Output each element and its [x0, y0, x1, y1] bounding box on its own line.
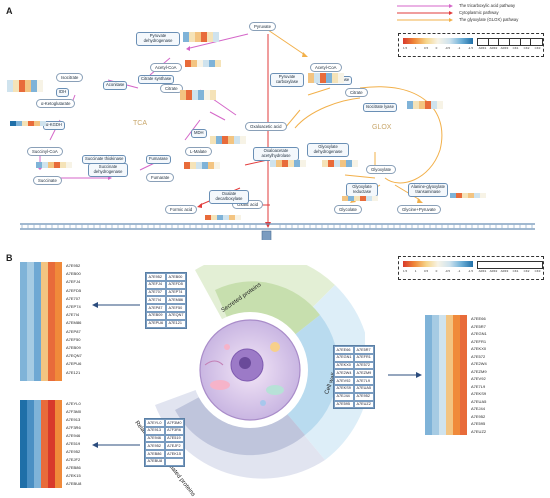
heatmap-akgdh [10, 121, 46, 126]
enzyme-fumarase: Fumarase [146, 155, 171, 164]
heatmap-isocitrate [7, 80, 43, 92]
metab-pyruvate: Pyruvate [249, 22, 276, 31]
heatmap-oxalate-decarb [205, 215, 241, 220]
legend-glox: The glyoxylate (GLOX) pathway [459, 17, 519, 22]
enzyme-akgdh: α-KGDH [43, 121, 65, 130]
heatmap-growth [20, 400, 62, 488]
enzyme-citrate-synthase-left: Citrate synthase [138, 75, 175, 84]
enzyme-oaa-hydrolase: Oxaloacetate acetylhydrolase [253, 147, 299, 161]
protein-category-wheel [155, 265, 365, 479]
heatmap-aga [450, 193, 486, 198]
metab-glycine-pyruvate: Glycine+Pyruvate [397, 205, 441, 214]
glox-cycle-label: GLOX [372, 124, 392, 131]
heatmap-isocitrate-lyase [407, 101, 443, 109]
legend-cytoplasmic: Cytoplasmic pathway [459, 10, 499, 15]
heatmap-cs-left [185, 60, 221, 67]
tca-cycle-label: TCA [133, 120, 147, 127]
heatmap-pdh [183, 32, 219, 42]
metab-oxaloacetic: Oxaloacetic acid [245, 122, 287, 131]
heatmap-secreted [20, 262, 62, 381]
heatmap-gly-reductase [342, 196, 378, 201]
transporter-icon [261, 230, 272, 240]
enzyme-aconitase: Aconitase [103, 81, 128, 90]
colorbar-a-gradient [403, 38, 473, 44]
legend-arrows [397, 4, 453, 22]
pathway-diagram [20, 29, 535, 240]
metab-akg: α-Ketoglutarate [36, 99, 76, 108]
metab-citrate-left: Citrate [160, 84, 183, 93]
heatmap-mdh [210, 136, 246, 144]
metab-l-malate: L-Malate [185, 147, 212, 156]
legend-tca: The tricarboxylic acid pathway [459, 3, 516, 8]
heatmap-pyr-carb [308, 73, 344, 83]
heatmap-oaa [270, 160, 306, 167]
metab-glycolate: Glycolate [334, 205, 362, 214]
enzyme-mdh: MDH [191, 129, 207, 138]
panel-a-label: A [6, 6, 13, 16]
enzyme-aga: Alanine-glyoxylate transaminase [408, 183, 448, 197]
metab-acetyl-coa-right: Acetyl-CoA [310, 63, 342, 72]
metab-succinyl-coa: Succinyl-CoA [27, 147, 63, 156]
enzyme-sdh: Succinate dehydrogenase [88, 163, 128, 177]
enzyme-glyoxylate-dh: Glyoxylate dehydrogenase [307, 143, 349, 157]
metab-citrate-right: Citrate [345, 88, 368, 97]
metab-succinate: Succinate [33, 176, 62, 185]
metab-formic: Formic acid [165, 205, 198, 214]
metab-fumarate: Fumarate [146, 173, 175, 182]
metab-glyoxylate: Glyoxylate [366, 165, 397, 174]
enzyme-pyruvate-carboxylase: Pyruvate carboxylase [270, 73, 304, 87]
enzyme-idh: IDH [56, 88, 70, 97]
enzyme-pdh: Pyruvate dehydrogenase [136, 32, 180, 46]
enzyme-isocitrate-lyase: Isocitrate lyase [363, 103, 397, 112]
heatmap-succinyl [36, 162, 72, 168]
panel-b-arrows [92, 302, 422, 448]
heatmap-cellwall [425, 315, 467, 435]
metab-isocitrate: Isocitrate [56, 73, 84, 82]
heatmap-citrate [180, 90, 216, 100]
heatmap-glyoxylate-dh [322, 160, 358, 167]
heatmap-fumarase [184, 162, 220, 169]
cell-illustration [199, 319, 301, 421]
panel-b-label: B [6, 253, 13, 263]
enzyme-glyoxylate-reductase: Glyoxylate reductase [346, 183, 378, 197]
enzyme-oxalate-decarboxylase: Oxalate decarboxylase [209, 190, 249, 204]
metab-acetyl-coa-left: Acetyl-CoA [150, 63, 182, 72]
cell-membrane [20, 223, 535, 240]
